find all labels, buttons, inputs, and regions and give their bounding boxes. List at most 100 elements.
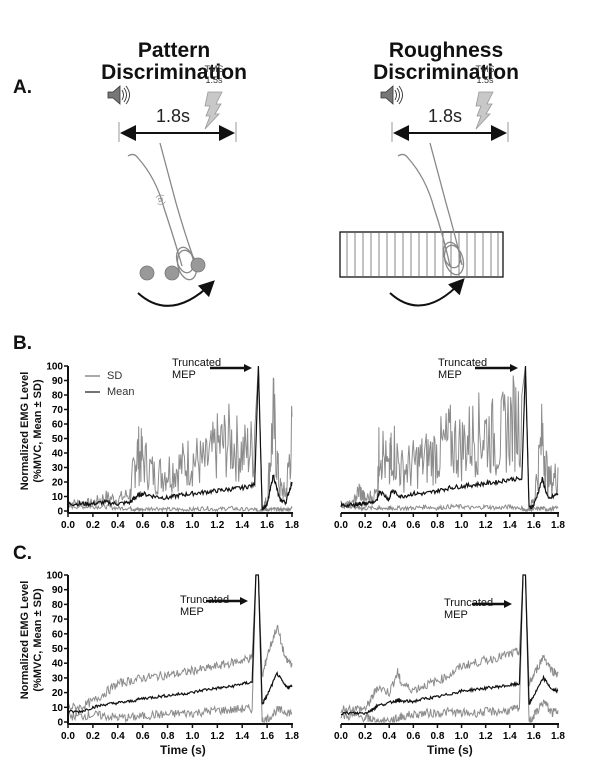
x-tick-label: 0.0 (334, 520, 348, 531)
y-tick-label: 10 (52, 492, 64, 503)
lightning-bolt-icon (204, 91, 223, 130)
mean-line (67, 574, 293, 715)
y-tick-label: 30 (52, 673, 64, 684)
y-tick-label: 100 (46, 362, 63, 373)
x-tick-label: 0.4 (111, 731, 125, 742)
x-tick-label: 1.6 (260, 520, 274, 531)
x-tick-label: 1.6 (527, 731, 541, 742)
y-tick-label: 20 (52, 688, 64, 699)
y-tick-label: 60 (52, 420, 64, 431)
y-tick-label: 40 (52, 659, 64, 670)
truncated-mep-annotation-b-left: Truncated MEP (172, 357, 221, 381)
x-tick-label: 0.8 (430, 731, 444, 742)
x-tick-label: 1.2 (479, 520, 493, 531)
x-tick-label: 1.2 (479, 731, 493, 742)
x-tick-label: 1.0 (185, 520, 199, 531)
x-axis-title-c-left: Time (s) (160, 743, 206, 757)
panel-b-label: B. (13, 333, 32, 354)
ann-line: MEP (180, 606, 204, 618)
x-tick-label: 0.4 (382, 731, 396, 742)
x-tick-label: 0.0 (61, 520, 75, 531)
tms-text: TMS (475, 64, 495, 74)
y-tick-label: 20 (52, 478, 64, 489)
x-tick-label: 0.8 (430, 520, 444, 531)
x-tick-label: 1.4 (503, 520, 517, 531)
speaker-icon (380, 85, 403, 105)
mean-line (341, 574, 559, 716)
y-tick-label: 70 (52, 405, 64, 416)
duration-label-left: 1.8s (156, 106, 191, 126)
x-tick-label: 1.2 (210, 731, 224, 742)
truncated-mep-annotation-c-right: Truncated MEP (444, 597, 493, 621)
x-tick-label: 0.8 (161, 520, 175, 531)
x-tick-label: 1.0 (455, 520, 469, 531)
arrow-head-icon (510, 364, 518, 372)
tms-label-right: TMS 1.5s (470, 64, 500, 86)
x-tick-label: 1.2 (210, 520, 224, 531)
y-tick-label: 90 (52, 585, 64, 596)
x-tick-label: 0.8 (161, 731, 175, 742)
ann-line: Truncated (444, 597, 494, 609)
y-tick-label: 0 (57, 718, 63, 729)
x-tick-label: 1.6 (260, 731, 274, 742)
tms-text: TMS (204, 64, 224, 74)
y-tick-label: 90 (52, 376, 64, 387)
sd-line (340, 503, 559, 513)
dots-stimulus (139, 257, 206, 281)
x-tick-label: 1.8 (285, 520, 299, 531)
y-tick-label: 100 (46, 571, 63, 582)
x-tick-label: 0.2 (358, 731, 372, 742)
x-tick-label: 1.0 (455, 731, 469, 742)
y-tick-label: 80 (52, 391, 64, 402)
legend-sd-label: SD (107, 370, 123, 382)
truncated-mep-annotation-c-left: Truncated MEP (180, 594, 229, 618)
duration-arrow (118, 122, 237, 142)
duration-arrow (391, 122, 509, 142)
y-tick-label: 80 (52, 600, 64, 611)
mean-line (67, 365, 293, 511)
sd-line (67, 365, 293, 510)
ann-line: MEP (438, 369, 462, 381)
panel-c-label: C. (13, 543, 32, 564)
title-line: Discrimination (101, 61, 247, 84)
truncated-mep-annotation-b-right: Truncated MEP (438, 357, 487, 381)
duration-label-right: 1.8s (428, 106, 463, 126)
ann-line: Truncated (180, 594, 230, 606)
curved-arrow-icon (389, 278, 465, 307)
x-tick-label: 1.8 (551, 731, 565, 742)
ann-line: MEP (172, 369, 196, 381)
y-tick-label: 40 (52, 449, 64, 460)
y-tick-label: 10 (52, 703, 64, 714)
x-tick-label: 0.2 (358, 520, 372, 531)
x-tick-label: 0.6 (406, 731, 420, 742)
x-tick-label: 0.2 (86, 520, 100, 531)
svg-text:(a): (a) (155, 193, 168, 206)
pattern-column-title: Pattern Discrimination (54, 40, 294, 84)
sd-line (67, 503, 293, 513)
sd-line (67, 574, 293, 724)
panel-a-illustration: (a) (107, 85, 509, 307)
ann-line: Truncated (438, 357, 488, 369)
tms-label-left: TMS 1.5s (199, 64, 229, 86)
x-axis-title-c-right: Time (s) (427, 743, 473, 757)
x-tick-label: 0.6 (406, 520, 420, 531)
x-tick-label: 1.4 (235, 520, 249, 531)
title-line: Discrimination (373, 61, 519, 84)
x-tick-label: 0.6 (136, 731, 150, 742)
sd-line (67, 574, 293, 712)
x-tick-label: 0.4 (382, 520, 396, 531)
x-tick-label: 0.4 (111, 520, 125, 531)
lightning-bolt-icon (475, 91, 494, 130)
x-tick-label: 1.4 (235, 731, 249, 742)
x-tick-label: 1.6 (527, 520, 541, 531)
x-tick-label: 1.0 (185, 731, 199, 742)
grating-stimulus (339, 231, 504, 278)
tms-time: 1.5s (205, 75, 223, 85)
x-tick-label: 1.8 (285, 731, 299, 742)
arrow-head-icon (240, 597, 248, 605)
y-tick-label: 70 (52, 615, 64, 626)
legend-mean-label: Mean (107, 386, 135, 398)
x-tick-label: 1.4 (503, 731, 517, 742)
ann-line: MEP (444, 609, 468, 621)
